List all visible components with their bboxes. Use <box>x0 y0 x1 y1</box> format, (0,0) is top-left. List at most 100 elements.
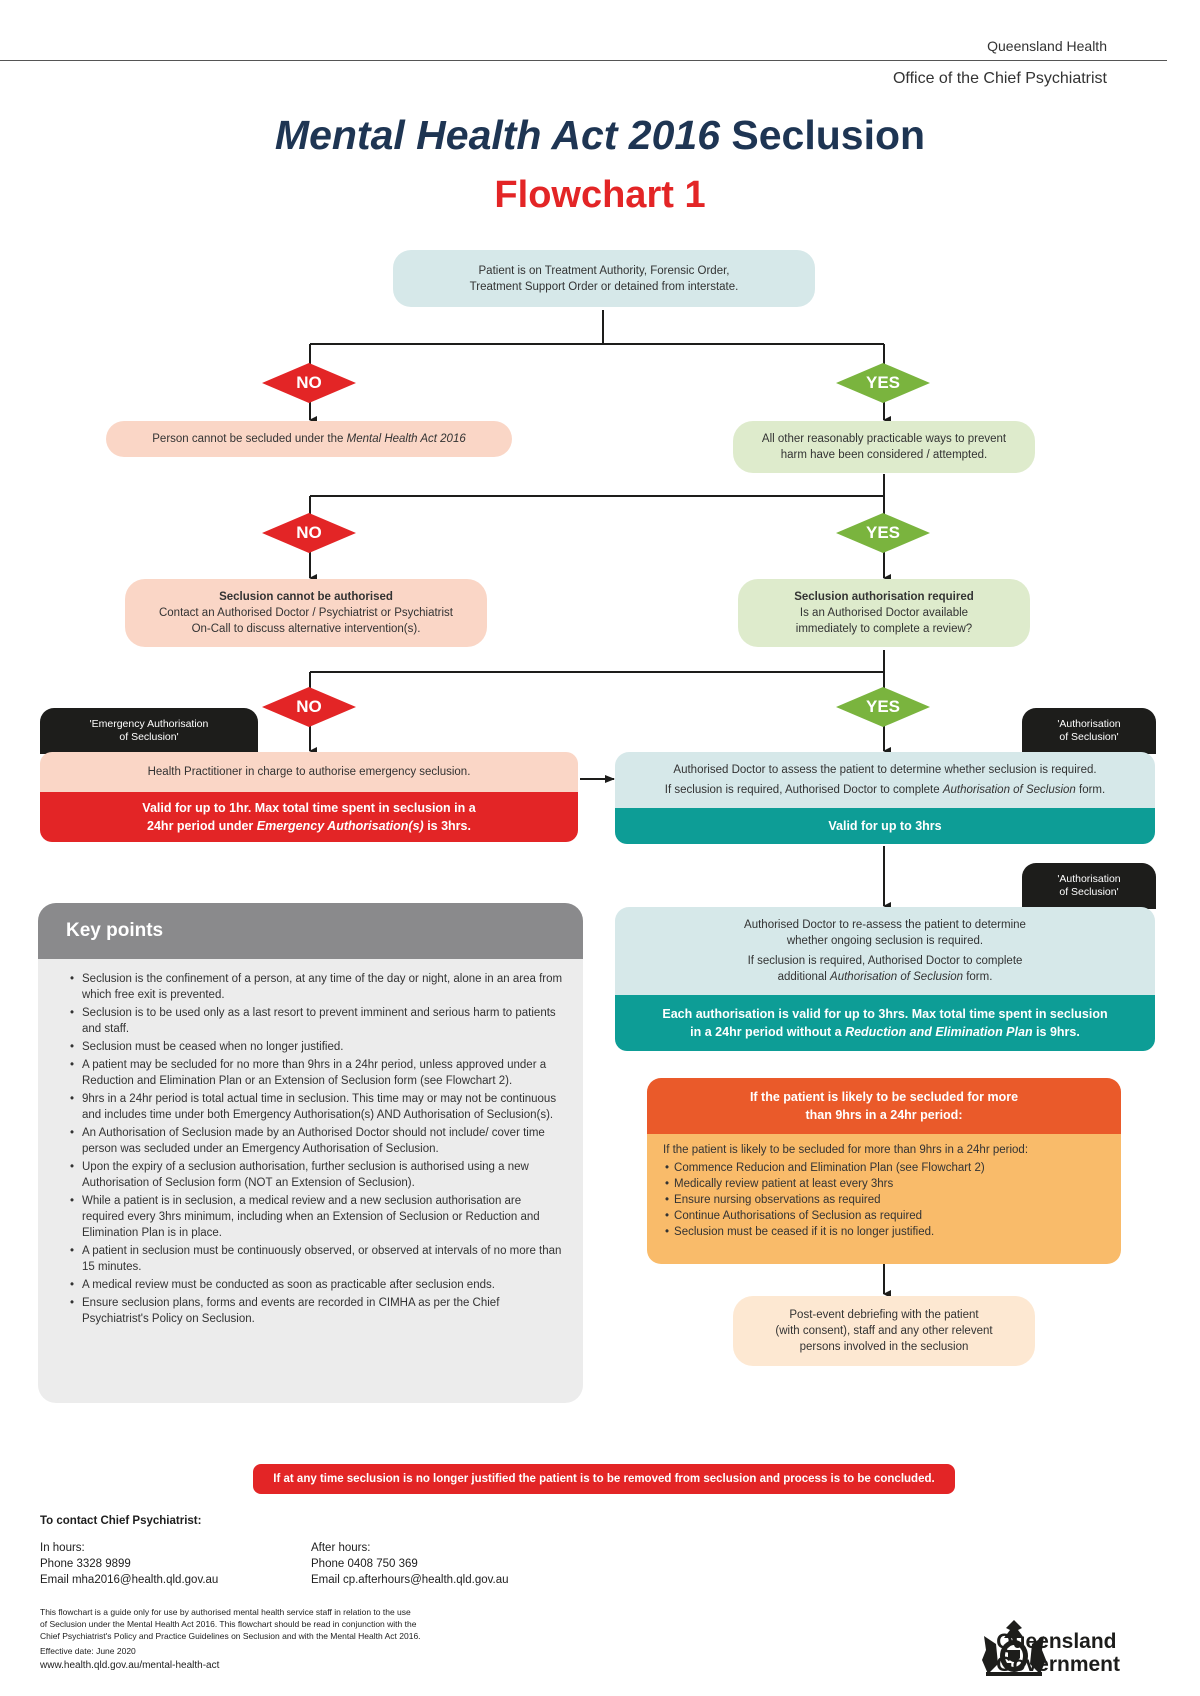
emergency-validity-line-2: 24hr period under Emergency Authorisatio… <box>147 817 471 835</box>
key-points-heading: Key points <box>38 903 583 959</box>
assess-2a: If seclusion is required, Authorised Doc… <box>664 784 943 796</box>
over-9hrs-item: Ensure nursing observations as required <box>674 1192 1105 1208</box>
over-9hrs-item: Medically review patient at least every … <box>674 1176 1105 1192</box>
assess-line-2: If seclusion is required, Authorised Doc… <box>665 780 1105 800</box>
reassess-4i: Authorisation of Seclusion <box>830 971 963 983</box>
cannot-authorise-heading: Seclusion cannot be authorised <box>219 591 393 603</box>
page-title: Mental Health Act 2016 Seclusion <box>0 112 1200 159</box>
emergency-validity-2a: 24hr period under <box>147 819 257 833</box>
each-auth-line-1: Each authorisation is valid for up to 3h… <box>662 1007 1108 1021</box>
practicable-line-2: harm have been considered / attempted. <box>780 449 988 461</box>
each-auth-line-2: in a 24hr period without a Reduction and… <box>690 1023 1080 1041</box>
over-9hrs-item: Seclusion must be ceased if it is no lon… <box>674 1224 1105 1240</box>
emergency-tab-line-1: 'Emergency Authorisation <box>89 718 209 730</box>
cannot-seclude-text: Person cannot be secluded under the Ment… <box>152 431 466 447</box>
over-9hrs-head-2: than 9hrs in a 24hr period: <box>805 1108 963 1122</box>
key-point: Seclusion must be ceased when no longer … <box>70 1039 565 1055</box>
over-9hrs-head-1: If the patient is likely to be secluded … <box>749 1090 1019 1104</box>
practicable-ways-box: All other reasonably practicable ways to… <box>733 421 1035 473</box>
debrief-line-3: persons involved in the seclusion <box>799 1341 969 1353</box>
coat-of-arms-icon <box>982 1620 1046 1676</box>
header-org: Queensland Health <box>987 38 1107 54</box>
auth-tab1-line-1: 'Authorisation <box>1057 718 1121 730</box>
reassess-line-1: Authorised Doctor to re-assess the patie… <box>744 919 1026 931</box>
reassess-4b: form. <box>963 971 993 983</box>
emergency-validity-line-1: Valid for up to 1hr. Max total time spen… <box>142 801 476 815</box>
debrief-line-1: Post-event debriefing with the patient <box>789 1309 979 1321</box>
key-point: Seclusion is the confinement of a person… <box>70 971 565 1003</box>
after-hours-phone: Phone 0408 750 369 <box>311 1558 418 1570</box>
key-point: Seclusion is to be used only as a last r… <box>70 1005 565 1037</box>
logo-line-1: Queensland <box>996 1630 1117 1653</box>
key-points-panel: Key points Seclusion is the confinement … <box>38 903 583 1403</box>
each-auth-2i: Reduction and Elimination Plan <box>845 1025 1033 1039</box>
assess-2b: form. <box>1075 784 1106 796</box>
assess-2i: Authorisation of Seclusion <box>942 784 1076 796</box>
over-9hrs-intro: If the patient is likely to be secluded … <box>663 1144 1029 1156</box>
emergency-validity-2i: Emergency Authorisation(s) <box>256 819 424 833</box>
after-hours-email: Email cp.afterhours@health.qld.gov.au <box>311 1574 509 1586</box>
over-9hrs-actions: If the patient is likely to be secluded … <box>647 1134 1121 1264</box>
contact-heading: To contact Chief Psychiatrist: <box>40 1515 202 1527</box>
key-point: Ensure seclusion plans, forms and events… <box>70 1295 565 1327</box>
over-9hrs-item: Commence Reducion and Elimination Plan (… <box>674 1160 1105 1176</box>
in-hours-phone: Phone 3328 9899 <box>40 1558 131 1570</box>
emergency-validity-bar: Valid for up to 1hr. Max total time spen… <box>40 792 578 842</box>
over-9hrs-item: Continue Authorisations of Seclusion as … <box>674 1208 1105 1224</box>
emergency-tab-line-2: of Seclusion' <box>119 731 179 743</box>
emergency-validity-2b: is 3hrs. <box>423 819 471 833</box>
key-point: A patient may be secluded for no more th… <box>70 1057 565 1089</box>
debrief-line-2: (with consent), staff and any other rele… <box>775 1325 993 1337</box>
authorisation-required-heading: Seclusion authorisation required <box>794 591 974 603</box>
practicable-line-1: All other reasonably practicable ways to… <box>761 433 1007 445</box>
contact-after-hours: After hours: Phone 0408 750 369 Email cp… <box>311 1540 509 1588</box>
key-point: 9hrs in a 24hr period is total actual ti… <box>70 1091 565 1123</box>
cannot-seclude-plain: Person cannot be secluded under the <box>152 433 347 445</box>
authorisation-required-line-2: immediately to complete a review? <box>795 623 973 635</box>
disclaimer-line-1: This flowchart is a guide only for use b… <box>40 1607 411 1617</box>
cannot-seclude-box: Person cannot be secluded under the Ment… <box>106 421 512 457</box>
reassess-line-4: additional Authorisation of Seclusion fo… <box>778 969 993 985</box>
title-italic: Mental Health Act 2016 <box>274 112 720 158</box>
logo-line-2: Government <box>996 1653 1120 1676</box>
info-url[interactable]: www.health.qld.gov.au/mental-health-act <box>40 1660 220 1671</box>
emergency-step-box: Health Practitioner in charge to authori… <box>40 752 578 792</box>
in-hours-email: Email mha2016@health.qld.gov.au <box>40 1574 219 1586</box>
debrief-box: Post-event debriefing with the patient (… <box>733 1296 1035 1366</box>
cannot-authorise-line-1: Contact an Authorised Doctor / Psychiatr… <box>158 607 453 619</box>
in-hours-label: In hours: <box>40 1542 85 1554</box>
reassess-line-3: If seclusion is required, Authorised Doc… <box>747 955 1023 967</box>
cannot-authorise-line-2: On-Call to discuss alternative intervent… <box>191 623 421 635</box>
removal-notice: If at any time seclusion is no longer ju… <box>253 1464 955 1494</box>
after-hours-label: After hours: <box>311 1542 371 1554</box>
key-point: Upon the expiry of a seclusion authorisa… <box>70 1159 565 1191</box>
cannot-authorise-box: Seclusion cannot be authorised Contact a… <box>125 579 487 647</box>
valid-3hrs-text: Valid for up to 3hrs <box>828 819 942 833</box>
reassess-box: Authorised Doctor to re-assess the patie… <box>615 907 1155 995</box>
disclaimer-line-3: Chief Psychiatrist's Policy and Practice… <box>40 1631 421 1641</box>
effective-date: Effective date: June 2020 <box>40 1646 136 1656</box>
key-point: While a patient is in seclusion, a medic… <box>70 1193 565 1241</box>
reassess-4a: additional <box>777 971 831 983</box>
key-point: A patient in seclusion must be continuou… <box>70 1243 565 1275</box>
key-point: A medical review must be conducted as so… <box>70 1277 565 1293</box>
authorisation-required-line-1: Is an Authorised Doctor available <box>799 607 969 619</box>
over-9hrs-heading: If the patient is likely to be secluded … <box>647 1078 1121 1134</box>
page-subtitle: Flowchart 1 <box>494 174 706 216</box>
disclaimer-line-2: of Seclusion under the Mental Health Act… <box>40 1619 417 1629</box>
each-auth-2b: is 9hrs. <box>1032 1025 1080 1039</box>
header-office: Office of the Chief Psychiatrist <box>892 70 1107 87</box>
valid-3hrs-bar: Valid for up to 3hrs <box>615 808 1155 844</box>
start-line-2: Treatment Support Order or detained from… <box>469 280 739 293</box>
each-authorisation-bar: Each authorisation is valid for up to 3h… <box>615 995 1155 1051</box>
auth-tab2-line-2: of Seclusion' <box>1059 886 1119 898</box>
key-points-list: Seclusion is the confinement of a person… <box>38 971 583 1327</box>
auth-tab2-line-1: 'Authorisation <box>1057 873 1121 885</box>
authorised-doctor-assess-box: Authorised Doctor to assess the patient … <box>615 752 1155 808</box>
assess-line-1: Authorised Doctor to assess the patient … <box>673 764 1097 776</box>
start-line-1: Patient is on Treatment Authority, Foren… <box>478 264 730 277</box>
